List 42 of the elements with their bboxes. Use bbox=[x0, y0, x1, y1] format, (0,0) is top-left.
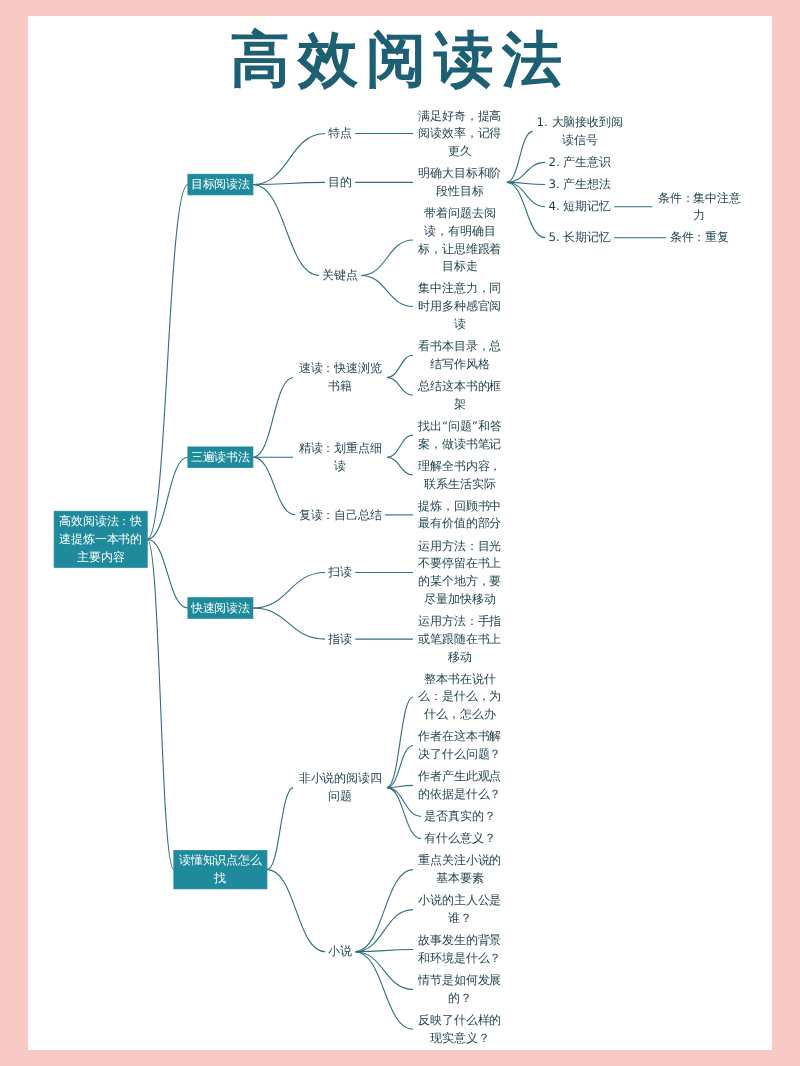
connector bbox=[252, 184, 320, 276]
connector bbox=[354, 951, 414, 990]
connector bbox=[386, 354, 414, 378]
connector bbox=[252, 456, 295, 458]
connector bbox=[266, 787, 295, 871]
connector bbox=[354, 181, 414, 183]
connector bbox=[354, 948, 414, 953]
connector bbox=[383, 514, 414, 516]
connector bbox=[386, 787, 422, 817]
connector bbox=[354, 909, 414, 953]
title: 高效阅读法 bbox=[228, 24, 572, 100]
connector bbox=[505, 181, 546, 208]
connector bbox=[146, 456, 189, 540]
connector bbox=[252, 456, 297, 516]
connector bbox=[386, 744, 414, 789]
connector bbox=[386, 696, 414, 789]
connector bbox=[354, 638, 414, 640]
connector bbox=[386, 456, 414, 476]
connector bbox=[613, 206, 654, 208]
connector bbox=[146, 538, 189, 609]
connector bbox=[386, 434, 414, 458]
connector bbox=[252, 572, 326, 609]
connector bbox=[146, 184, 189, 540]
connector bbox=[252, 376, 295, 458]
connector bbox=[354, 951, 414, 1030]
connector bbox=[360, 239, 414, 276]
connector bbox=[252, 607, 326, 640]
connector bbox=[505, 130, 534, 183]
connector bbox=[505, 181, 546, 239]
connector bbox=[360, 274, 414, 308]
connector bbox=[386, 787, 422, 840]
connector bbox=[354, 572, 414, 574]
connector bbox=[354, 869, 414, 953]
connector bbox=[146, 538, 175, 871]
connector bbox=[266, 869, 326, 953]
connector bbox=[354, 133, 414, 135]
connector bbox=[252, 181, 326, 186]
connector bbox=[386, 376, 414, 396]
connector bbox=[252, 133, 326, 186]
connector bbox=[613, 237, 668, 239]
connector bbox=[505, 161, 546, 183]
connector bbox=[386, 784, 414, 789]
